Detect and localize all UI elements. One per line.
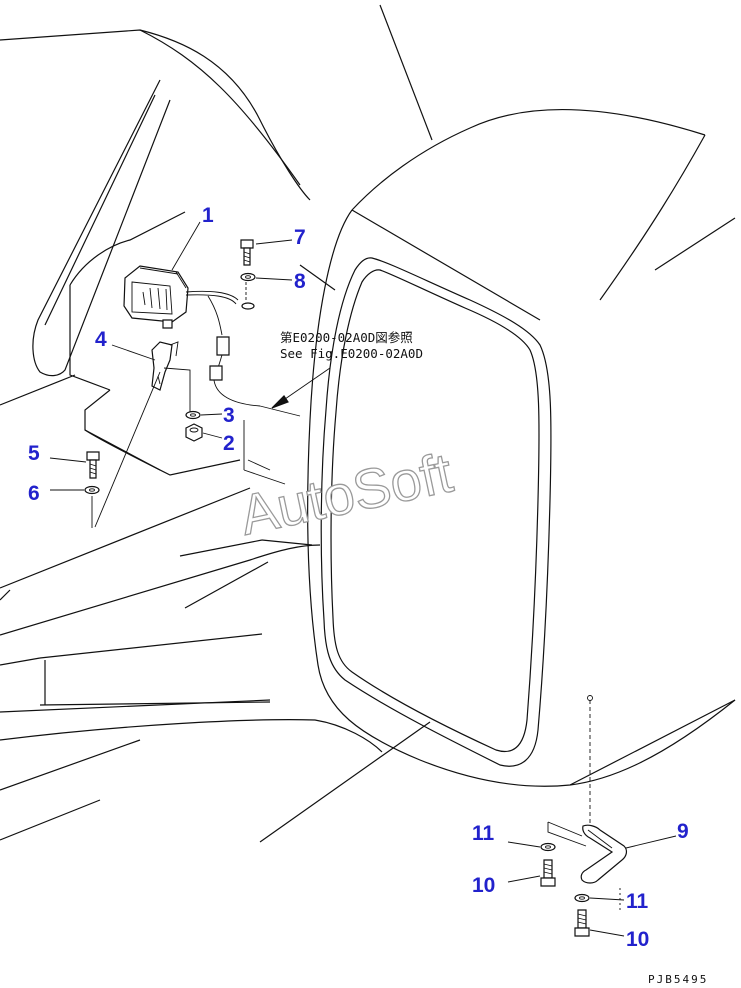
- washer-11a: [540, 842, 556, 852]
- callout-8: 8: [294, 270, 306, 293]
- callout-4: 4: [95, 328, 107, 351]
- washer-8: [240, 272, 256, 310]
- reference-note-en: See Fig.E0200-02A0D: [280, 346, 423, 361]
- callout-6: 6: [28, 482, 40, 505]
- washer-11b: [574, 893, 590, 903]
- bolt-5: [86, 451, 100, 479]
- callout-5: 5: [28, 442, 40, 465]
- machine-outline: [0, 4, 736, 843]
- reference-note-jp: 第E0200-02A0D図参照: [280, 330, 413, 345]
- callout-10a: 10: [472, 874, 495, 897]
- ground-strap: [547, 695, 628, 884]
- drawing-id: PJB5495: [648, 973, 708, 986]
- bolt-10b: [574, 909, 590, 937]
- leader-lines: [49, 221, 677, 937]
- callout-2: 2: [223, 432, 235, 455]
- callout-9: 9: [677, 820, 689, 843]
- nut-2: [185, 423, 203, 442]
- callout-1: 1: [202, 204, 214, 227]
- bolt-10a: [540, 859, 556, 887]
- callout-11a: 11: [472, 822, 495, 845]
- callout-7: 7: [294, 226, 306, 249]
- washer-3: [185, 410, 201, 420]
- watermark: AutoSoft: [234, 440, 458, 546]
- callout-11b: 11: [626, 890, 649, 913]
- callout-10b: 10: [626, 928, 649, 951]
- work-lamp: [123, 265, 301, 417]
- bolt-7: [240, 239, 254, 266]
- callout-3: 3: [223, 404, 235, 427]
- washer-6: [84, 371, 161, 528]
